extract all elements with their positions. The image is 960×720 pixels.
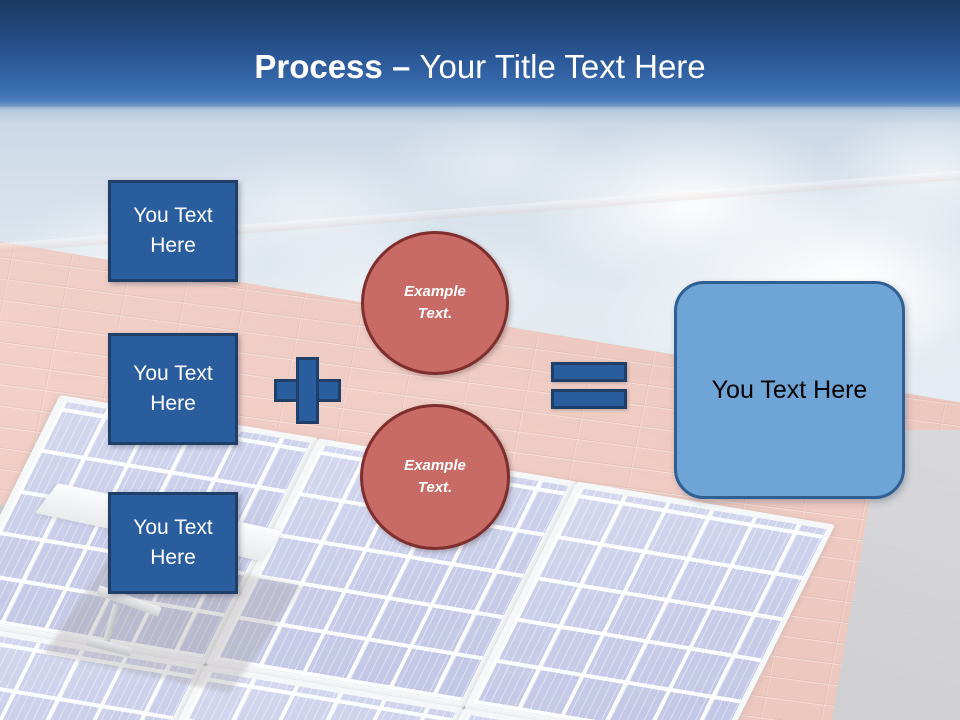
slide-title: Process – Your Title Text Here xyxy=(0,48,960,86)
plus-center-fill xyxy=(299,382,316,399)
slide-title-bold: Process xyxy=(254,48,383,85)
cloud xyxy=(380,110,620,220)
input-box-1[interactable]: You Text Here xyxy=(108,180,238,282)
example-circle-1-line1: Example xyxy=(404,283,466,300)
slide-title-dash: – xyxy=(382,48,420,85)
example-circle-2-line2: Text. xyxy=(417,479,453,496)
equals-top-bar xyxy=(551,362,627,382)
example-circle-2-line1: Example xyxy=(404,457,466,474)
input-box-3-label: You Text Here xyxy=(133,516,213,569)
example-circle-1-line2: Text. xyxy=(417,305,453,322)
input-box-2[interactable]: You Text Here xyxy=(108,333,238,445)
result-box[interactable]: You Text Here xyxy=(674,281,905,499)
equals-sign-icon xyxy=(551,362,627,409)
plus-sign-icon xyxy=(274,357,341,424)
slide-header-band xyxy=(0,0,960,107)
equals-bottom-bar xyxy=(551,389,627,409)
slide-title-rest: Your Title Text Here xyxy=(419,48,706,85)
input-box-1-label: You Text Here xyxy=(133,204,213,257)
input-box-3[interactable]: You Text Here xyxy=(108,492,238,594)
result-box-label: You Text Here xyxy=(711,375,868,404)
input-box-2-label: You Text Here xyxy=(133,362,213,415)
